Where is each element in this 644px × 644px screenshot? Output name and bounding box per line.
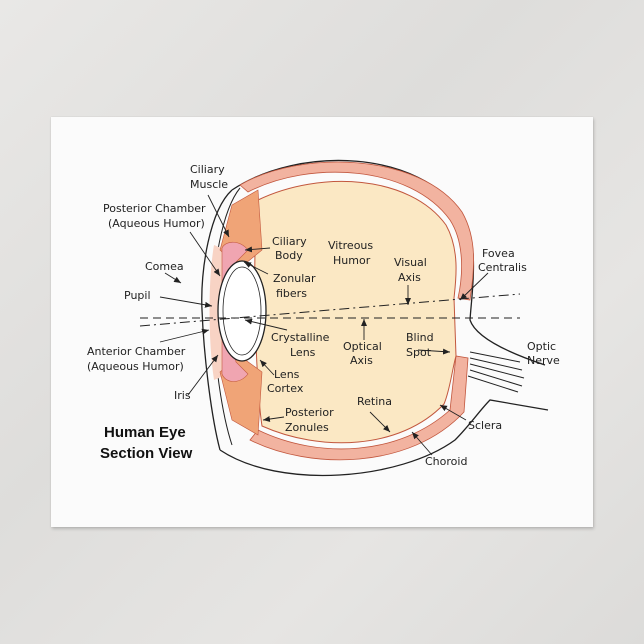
choroid-band	[239, 161, 474, 301]
label-ciliary-muscle: Ciliary Muscle	[190, 163, 228, 191]
label-fovea-centralis: Fovea Centralis	[478, 247, 527, 274]
lens-nucleus	[222, 266, 262, 356]
vitreous-humor	[254, 180, 457, 444]
label-iris: Iris	[174, 389, 191, 402]
label-anterior-chamber: Anterior Chamber (Aqueous Humor)	[87, 345, 189, 373]
cornea-outline	[201, 189, 233, 451]
label-crystalline-lens: Crystalline Lens	[271, 331, 333, 359]
sclera-outline-lower	[219, 399, 549, 477]
diagram-title: Human Eye Section View	[100, 424, 193, 462]
label-posterior-chamber: Posterior Chamber (Aqueous Humor)	[103, 202, 209, 230]
label-posterior-zonules: Posterior Zonules	[285, 406, 337, 434]
label-pupil: Pupil	[124, 289, 151, 302]
label-cornea: Comea	[145, 260, 184, 273]
label-choroid: Choroid	[425, 455, 467, 468]
label-blind-spot: Blind Spot	[406, 331, 437, 359]
label-ciliary-body: Ciliary Body	[272, 235, 310, 262]
label-lens-cortex: Lens Cortex	[267, 368, 304, 395]
label-sclera: Sclera	[468, 419, 502, 432]
optic-nerve-fibers	[467, 351, 525, 393]
label-retina: Retina	[357, 395, 392, 408]
label-optic-nerve: Optic Nerve	[527, 340, 560, 367]
label-zonular-fibers: Zonular fibers	[273, 272, 319, 300]
crystalline-lens	[217, 260, 267, 362]
label-vitreous-humor: Vitreous Humor	[328, 239, 377, 267]
label-visual-axis: Visual Axis	[394, 256, 430, 284]
label-optical-axis: Optical Axis	[343, 340, 385, 367]
visual-axis	[139, 293, 521, 327]
